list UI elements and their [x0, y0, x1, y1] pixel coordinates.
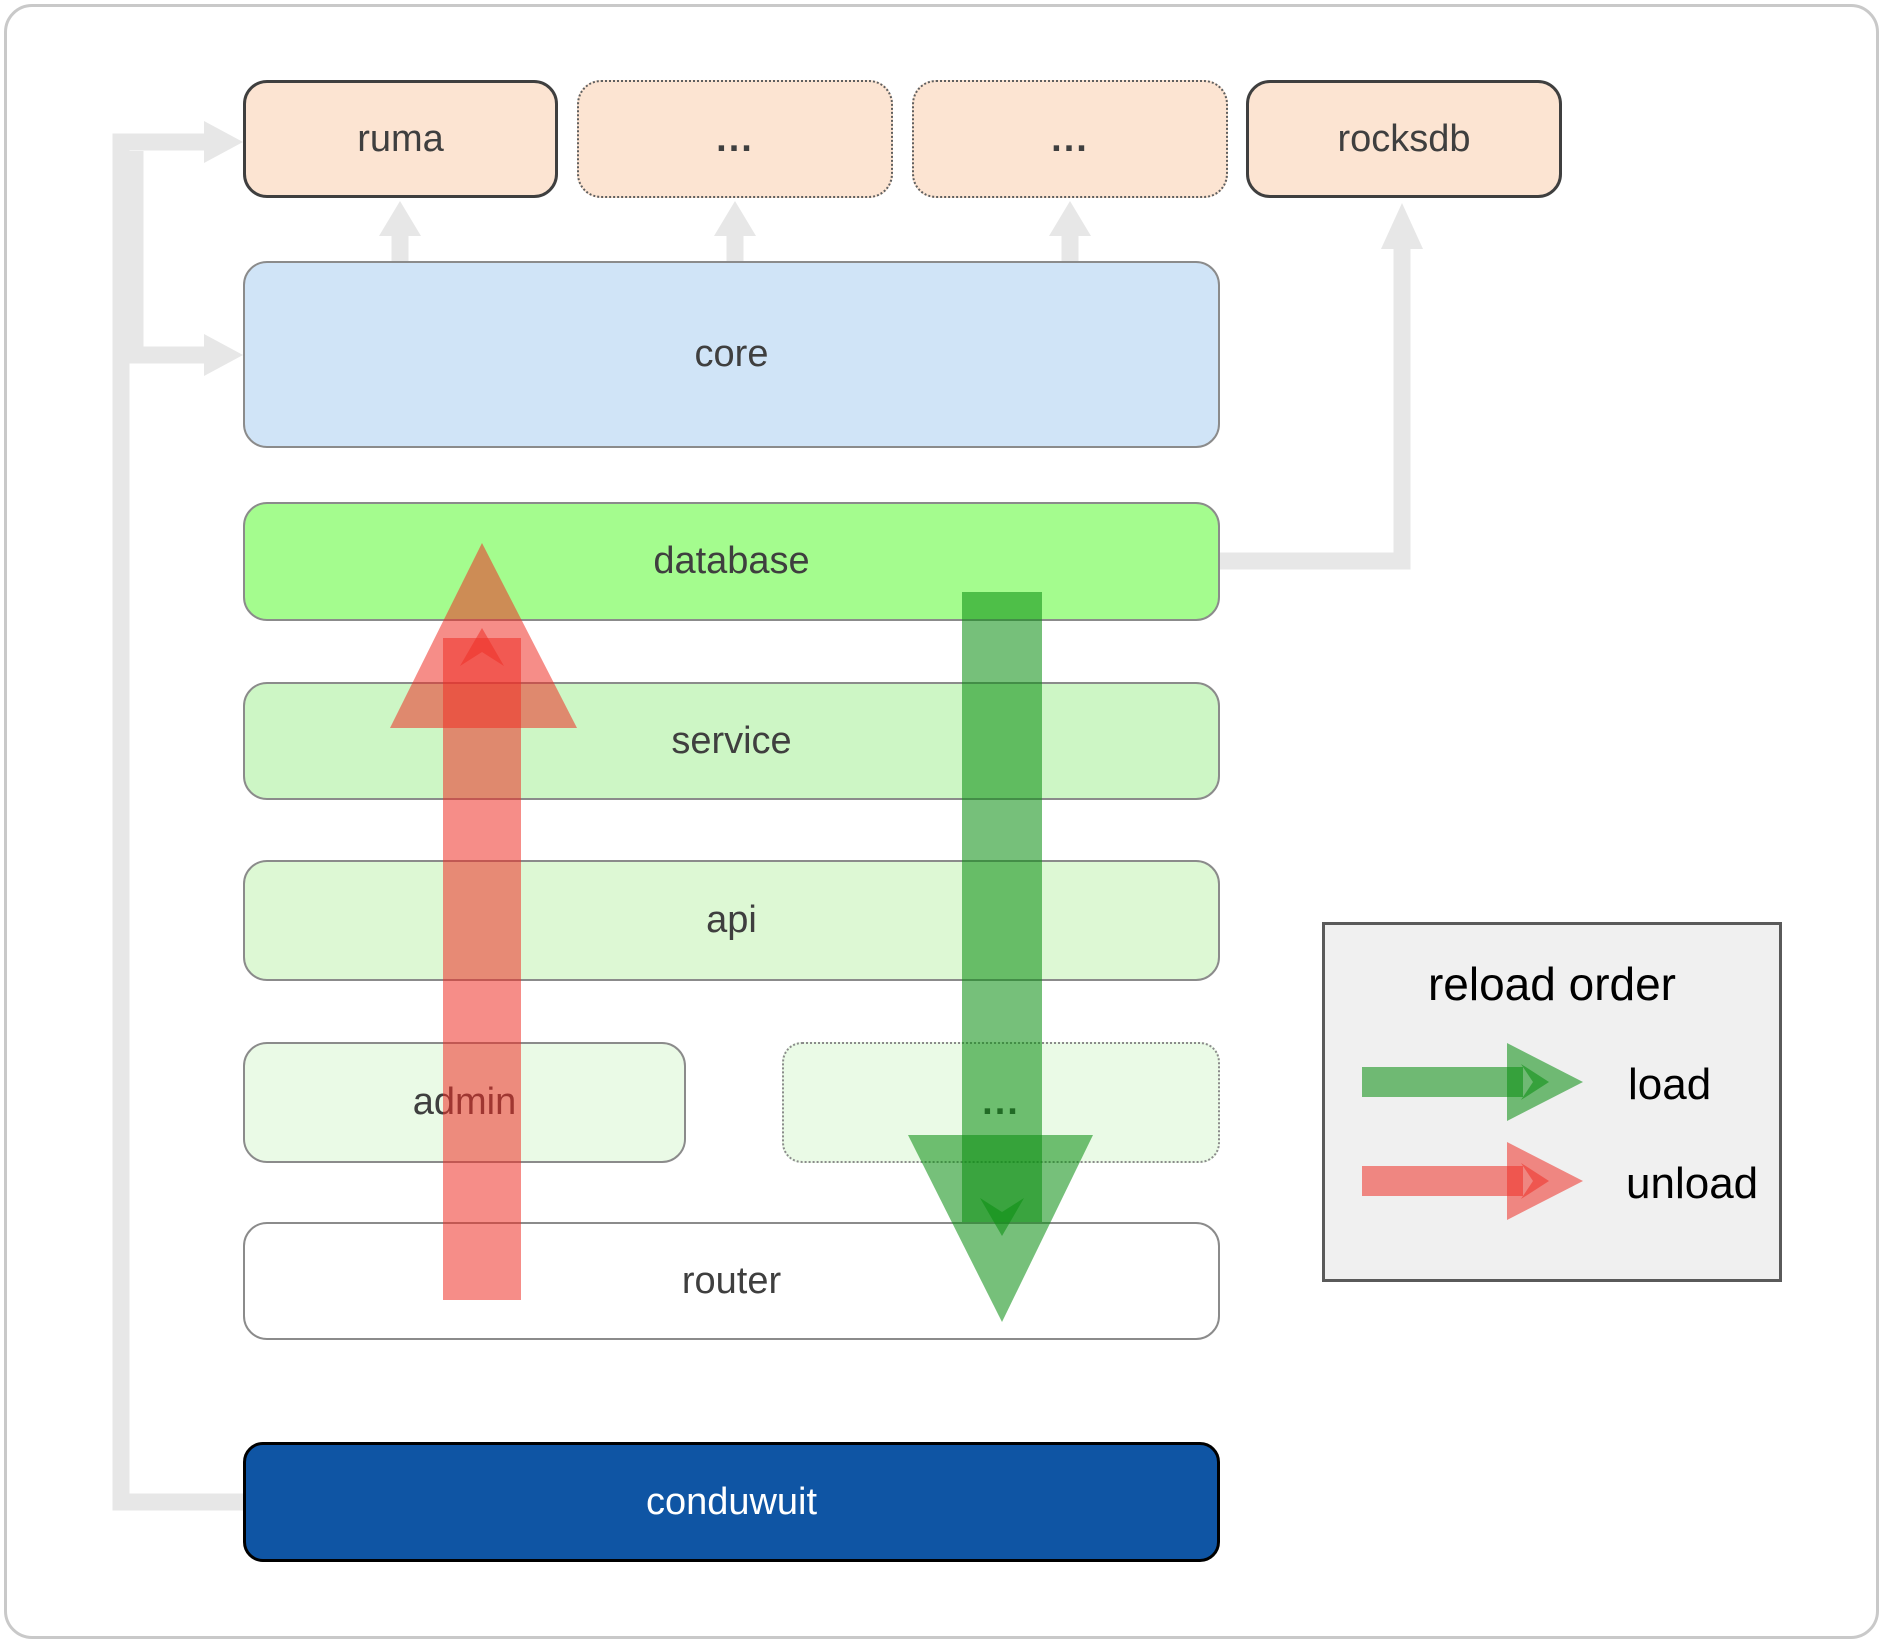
- edge-database-to-rocksdb: [1218, 247, 1411, 570]
- legend-reload-order: reload order load unload: [1322, 922, 1782, 1282]
- edge-conduwuit-to-core: [126, 151, 204, 364]
- box-router-label: router: [681, 1259, 782, 1302]
- box-admin: admin: [243, 1042, 686, 1163]
- box-rocksdb: rocksdb: [1246, 80, 1562, 198]
- box-ellipsis-2-label: ...: [1051, 117, 1089, 160]
- legend-load-label: load: [1628, 1060, 1712, 1109]
- edge-conduwuit-to-ruma-arrowhead-icon: [204, 121, 243, 163]
- box-admin-label: admin: [412, 1081, 517, 1123]
- box-ruma: ruma: [243, 80, 558, 198]
- box-core-label: core: [694, 333, 769, 375]
- edge-conduwuit-to-ruma: [112, 133, 243, 1511]
- box-conduwuit: conduwuit: [243, 1442, 1220, 1562]
- edge-core-to-ruma-arrowhead-icon: [379, 201, 421, 236]
- box-ellipsis-1: ...: [577, 80, 893, 198]
- box-ruma-label: ruma: [357, 117, 444, 160]
- edge-conduwuit-to-core-arrowhead-icon: [204, 334, 243, 376]
- box-service-label: service: [671, 719, 792, 762]
- box-ellipsis-3-label: ...: [982, 1081, 1020, 1123]
- edge-database-to-rocksdb-arrowhead-icon: [1381, 203, 1423, 249]
- diagram-outer-border: [4, 4, 1879, 1639]
- edge-core-to-ellipsis1-arrowhead-icon: [714, 201, 756, 236]
- box-ellipsis-2: ...: [912, 80, 1228, 198]
- box-ellipsis-3: ...: [782, 1042, 1220, 1163]
- box-service: service: [243, 682, 1220, 800]
- legend-title: reload order: [1427, 958, 1677, 1010]
- box-api-label: api: [706, 899, 757, 941]
- box-core: core: [243, 261, 1220, 448]
- box-database: database: [243, 502, 1220, 621]
- box-api: api: [243, 860, 1220, 981]
- box-rocksdb-label: rocksdb: [1337, 117, 1471, 160]
- box-conduwuit-label: conduwuit: [645, 1480, 818, 1523]
- box-database-label: database: [653, 540, 810, 582]
- edge-core-to-ellipsis2-arrowhead-icon: [1049, 201, 1091, 236]
- legend-unload-label: unload: [1626, 1159, 1759, 1208]
- box-router: router: [243, 1222, 1220, 1340]
- box-ellipsis-1-label: ...: [716, 117, 754, 160]
